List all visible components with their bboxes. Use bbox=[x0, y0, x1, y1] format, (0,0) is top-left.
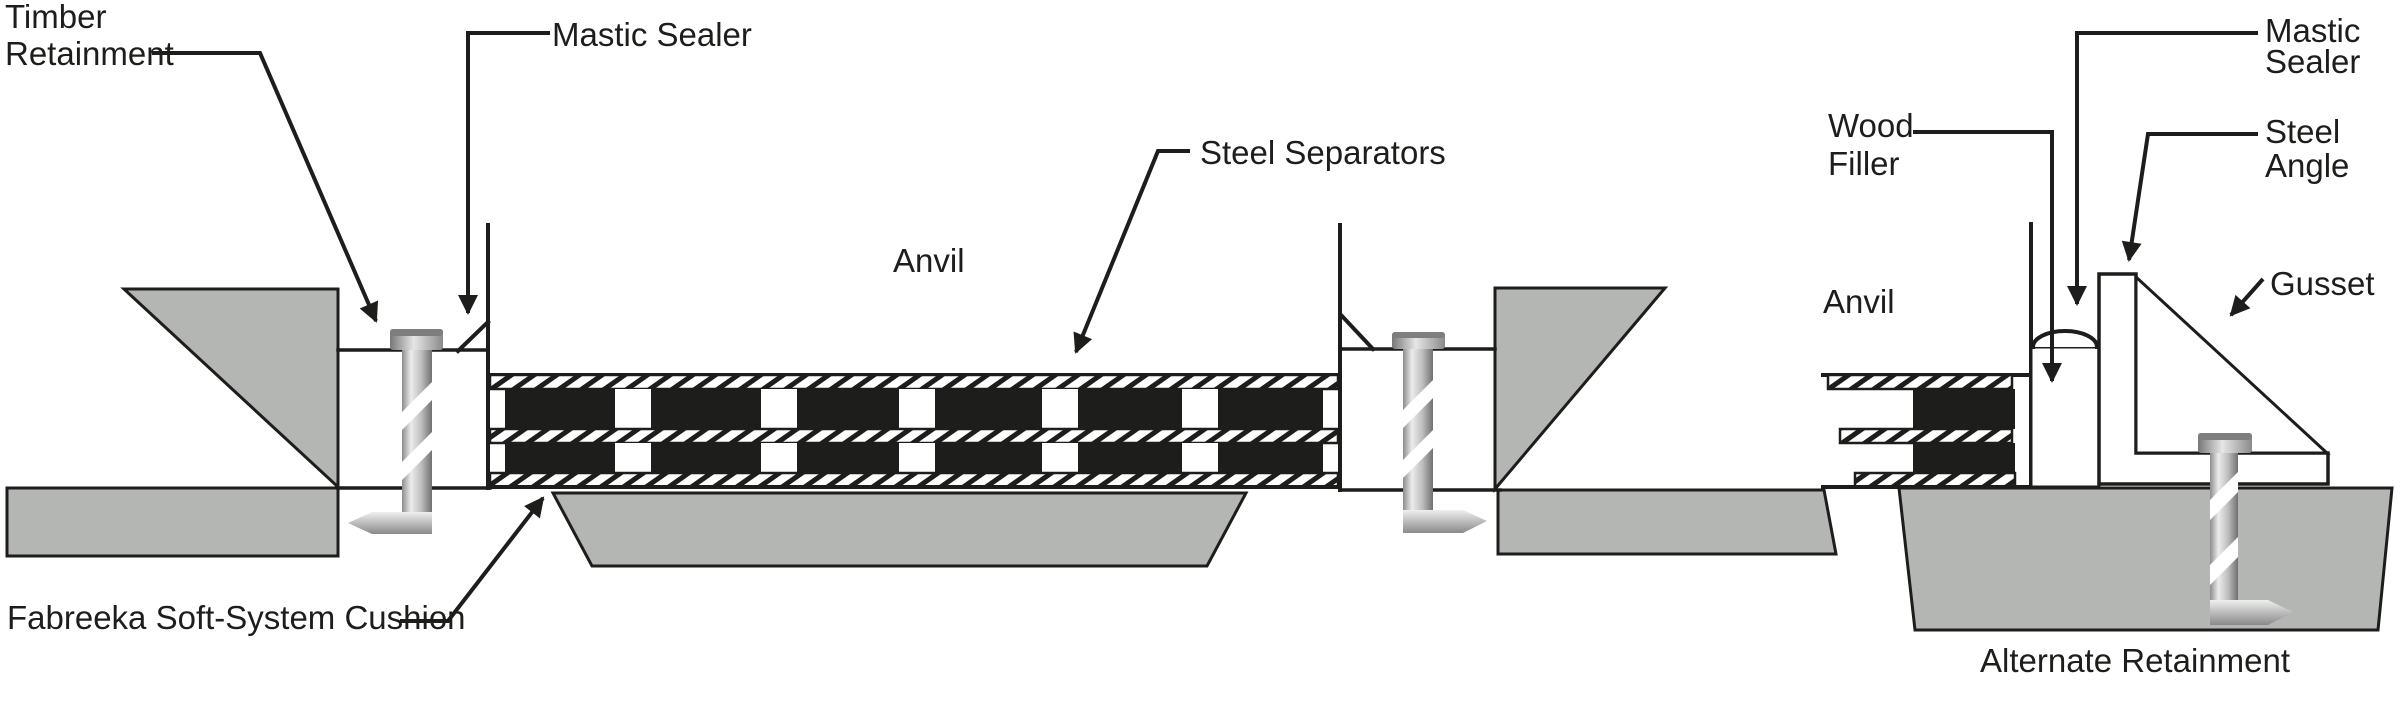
wood-filler-block bbox=[2029, 345, 2101, 489]
steel-separator-bottom bbox=[1853, 471, 2017, 489]
anchor-bolt-middle bbox=[1392, 332, 1487, 533]
bolt-hook-foot bbox=[2210, 600, 2293, 625]
bolt-head-rim bbox=[2198, 433, 2252, 440]
label-wood-filler-line2: Filler bbox=[1828, 145, 1900, 182]
cushion-block bbox=[1913, 389, 2015, 429]
label-mastic-sealer-left: Mastic Sealer bbox=[552, 16, 752, 53]
cushion-row-2 bbox=[505, 443, 1323, 473]
mastic-sealer-bead-left bbox=[455, 319, 491, 354]
bolt-thread-band bbox=[1403, 430, 1433, 478]
steel-separator-middle bbox=[1838, 427, 2014, 445]
bolt-thread-band bbox=[1403, 380, 1433, 428]
anchor-bolt-right bbox=[2198, 433, 2293, 625]
middle-ground-slab bbox=[1496, 488, 1838, 556]
wood-filler-leader-arrow bbox=[1913, 130, 2062, 383]
steel-separator-top bbox=[488, 373, 1340, 391]
bolt-hook-foot bbox=[348, 512, 432, 534]
label-steel-angle-line2: Angle bbox=[2265, 147, 2349, 184]
soft-system-cushion-stack-detail bbox=[1821, 373, 2033, 489]
label-fabreeka-cushion: Fabreeka Soft-System Cushion bbox=[7, 599, 466, 636]
timber-retainment-leader-arrow bbox=[152, 51, 379, 323]
label-timber-retainment-line1: Timber bbox=[5, 0, 106, 35]
right-foundation-block bbox=[1897, 486, 2394, 632]
bolt-hook-foot bbox=[1403, 510, 1487, 533]
bolt-thread-band bbox=[402, 432, 432, 480]
gusset-leader-arrow bbox=[2229, 277, 2265, 317]
bolt-head-rim bbox=[390, 329, 443, 336]
labels: Timber Retainment Mastic Sealer Steel Se… bbox=[5, 0, 2375, 679]
center-foundation-pedestal bbox=[550, 491, 1249, 568]
anchor-bolt-left bbox=[348, 329, 443, 534]
label-steel-angle-line1: Steel bbox=[2265, 113, 2340, 150]
cushion-block bbox=[1913, 443, 2015, 473]
bolt-thread-band bbox=[402, 382, 432, 430]
leader-lines bbox=[152, 31, 2265, 623]
label-steel-separators: Steel Separators bbox=[1200, 134, 1446, 171]
gusset-plate bbox=[2134, 273, 2331, 455]
label-anvil-left: Anvil bbox=[893, 242, 965, 279]
mastic-sealer-left-leader-arrow bbox=[458, 31, 550, 315]
soft-system-cushion-stack bbox=[486, 373, 1342, 489]
label-timber-retainment-line2: Retainment bbox=[5, 35, 174, 72]
label-mastic-sealer-right-line1: Mastic bbox=[2265, 12, 2360, 49]
cushion-row-1 bbox=[505, 389, 1323, 429]
bolt-thread-band bbox=[2210, 472, 2238, 520]
steel-angle-leader-arrow bbox=[2121, 132, 2258, 262]
mastic-sealer-right-leader-arrow bbox=[2067, 31, 2258, 306]
label-mastic-sealer-right-line2: Sealer bbox=[2265, 43, 2360, 80]
mastic-sealer-bead-right bbox=[1338, 312, 1376, 352]
label-gusset: Gusset bbox=[2270, 265, 2375, 302]
steel-separator-middle bbox=[488, 427, 1340, 445]
bolt-head-rim bbox=[1392, 332, 1445, 338]
mastic-sealer-dome bbox=[2030, 329, 2100, 350]
left-timber-wedge bbox=[120, 287, 340, 491]
left-ground-slab bbox=[5, 486, 340, 558]
label-anvil-right: Anvil bbox=[1823, 283, 1895, 320]
steel-separator-bottom bbox=[488, 471, 1340, 489]
fabreeka-cushion-leader-arrow bbox=[400, 496, 545, 623]
steel-separators-leader-arrow bbox=[1073, 149, 1190, 354]
steel-separator-top bbox=[1826, 373, 2014, 391]
main-cross-section bbox=[5, 223, 1838, 568]
bolt-thread-band bbox=[2210, 537, 2238, 585]
label-alternate-retainment: Alternate Retainment bbox=[1980, 642, 2290, 679]
label-wood-filler-line1: Wood bbox=[1828, 107, 1914, 144]
alternate-retainment-detail bbox=[1821, 222, 2394, 632]
right-timber-wedge bbox=[1493, 286, 1669, 494]
